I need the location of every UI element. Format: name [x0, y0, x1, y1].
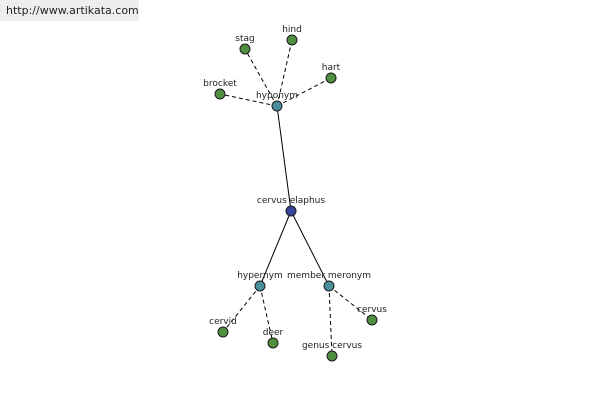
relation-node-member-meronym-label[interactable]: member meronym	[287, 271, 371, 281]
leaf-node-stag-label[interactable]: stag	[235, 34, 254, 44]
leaf-node-cervus-dot[interactable]	[366, 314, 378, 326]
leaf-node-cervid-dot[interactable]	[217, 326, 229, 338]
leaf-node-brocket-dot[interactable]	[214, 88, 226, 100]
leaf-node-stag[interactable]: stag	[235, 34, 255, 55]
leaf-node-cervus-label[interactable]: cervus	[357, 305, 387, 315]
leaf-node-deer-dot[interactable]	[267, 337, 279, 349]
leaf-node-deer-label[interactable]: deer	[263, 328, 284, 338]
leaf-node-hart[interactable]: hart	[322, 63, 341, 84]
central-node-cervus-elaphus[interactable]: cervus elaphus	[257, 196, 325, 217]
leaf-node-stag-dot[interactable]	[239, 43, 251, 55]
central-node-cervus-elaphus-label[interactable]: cervus elaphus	[257, 196, 325, 206]
relation-node-hypernym-dot[interactable]	[254, 280, 266, 292]
leaf-node-hart-label[interactable]: hart	[322, 63, 341, 73]
edge-hyponym-to-brocket	[219, 93, 278, 107]
edge-hyponym-to-hart	[276, 77, 332, 107]
relation-node-hypernym[interactable]: hypernym	[237, 271, 283, 292]
leaf-node-genus-cervus-label[interactable]: genus cervus	[302, 341, 362, 351]
edge-member-meronym-to-cervus	[328, 285, 373, 321]
edge-hypernym-to-deer	[259, 285, 274, 344]
edge-central-to-hypernym	[259, 210, 292, 287]
leaf-node-hind-label[interactable]: hind	[282, 25, 302, 35]
edge-central-to-member-meronym	[290, 210, 330, 287]
relation-node-hyponym-dot[interactable]	[271, 100, 283, 112]
relation-node-member-meronym[interactable]: member meronym	[287, 271, 371, 292]
leaf-node-cervus[interactable]: cervus	[357, 305, 387, 326]
edge-member-meronym-to-genus-cervus	[328, 285, 333, 357]
graph-edges	[219, 39, 373, 357]
leaf-node-genus-cervus-dot[interactable]	[326, 350, 338, 362]
leaf-node-deer[interactable]: deer	[263, 328, 284, 349]
edge-hyponym-to-stag	[244, 48, 278, 107]
leaf-node-genus-cervus[interactable]: genus cervus	[302, 341, 362, 362]
central-node-cervus-elaphus-dot[interactable]	[285, 205, 297, 217]
edge-central-to-hyponym	[276, 105, 292, 212]
leaf-node-brocket-label[interactable]: brocket	[203, 79, 237, 89]
relation-node-hyponym[interactable]: hyponym	[256, 91, 298, 112]
leaf-node-hind[interactable]: hind	[282, 25, 302, 46]
leaf-node-cervid[interactable]: cervid	[209, 317, 237, 338]
edge-hypernym-to-cervid	[222, 285, 261, 333]
edge-hyponym-to-hind	[276, 39, 293, 107]
relation-node-hyponym-label[interactable]: hyponym	[256, 91, 298, 101]
source-url-label[interactable]: http://www.artikata.com	[0, 0, 139, 21]
graph-nodes: cervus elaphus hyponym stag hind hart brocket…	[203, 25, 387, 362]
relation-node-hypernym-label[interactable]: hypernym	[237, 271, 283, 281]
leaf-node-hind-dot[interactable]	[286, 34, 298, 46]
leaf-node-brocket[interactable]: brocket	[203, 79, 237, 100]
leaf-node-cervid-label[interactable]: cervid	[209, 317, 237, 327]
relation-node-member-meronym-dot[interactable]	[323, 280, 335, 292]
leaf-node-hart-dot[interactable]	[325, 72, 337, 84]
